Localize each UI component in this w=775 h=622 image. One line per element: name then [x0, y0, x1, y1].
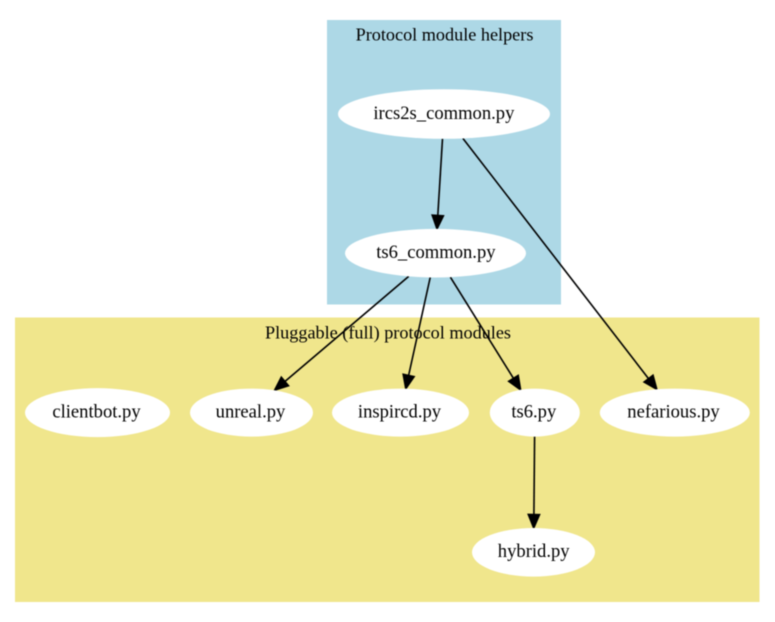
svg-text:Pluggable (full) protocol modu: Pluggable (full) protocol modules: [265, 322, 511, 343]
svg-text:inspircd.py: inspircd.py: [358, 401, 442, 422]
svg-text:ts6.py: ts6.py: [511, 401, 557, 422]
svg-text:unreal.py: unreal.py: [216, 401, 286, 422]
svg-text:hybrid.py: hybrid.py: [498, 541, 570, 562]
svg-text:ts6_common.py: ts6_common.py: [376, 242, 496, 263]
svg-text:ircs2s_common.py: ircs2s_common.py: [373, 103, 515, 124]
svg-text:clientbot.py: clientbot.py: [52, 401, 141, 422]
svg-text:Protocol module helpers: Protocol module helpers: [356, 25, 534, 45]
svg-text:nefarious.py: nefarious.py: [627, 401, 720, 422]
